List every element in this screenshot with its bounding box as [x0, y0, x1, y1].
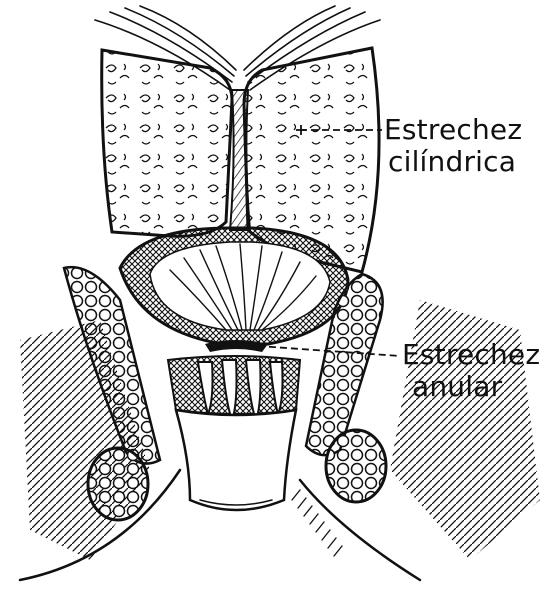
- label-annular-line2: anular: [412, 370, 503, 403]
- label-cylindrical-line2: cilíndrica: [388, 145, 516, 178]
- left-round-cluster: [88, 448, 148, 520]
- label-annular-line1: Estrechez: [402, 338, 540, 371]
- dilated-ampulla: [120, 228, 348, 344]
- right-round-cluster: [326, 430, 386, 502]
- label-cylindrical-stricture: Estrechez cilíndrica: [384, 113, 522, 178]
- mucosal-folds: [168, 356, 300, 420]
- label-cylindrical-line1: Estrechez: [384, 113, 522, 146]
- lower-canal: [176, 410, 296, 510]
- cylindrical-canal: [230, 90, 250, 230]
- left-upper-tissue-block: [102, 50, 232, 236]
